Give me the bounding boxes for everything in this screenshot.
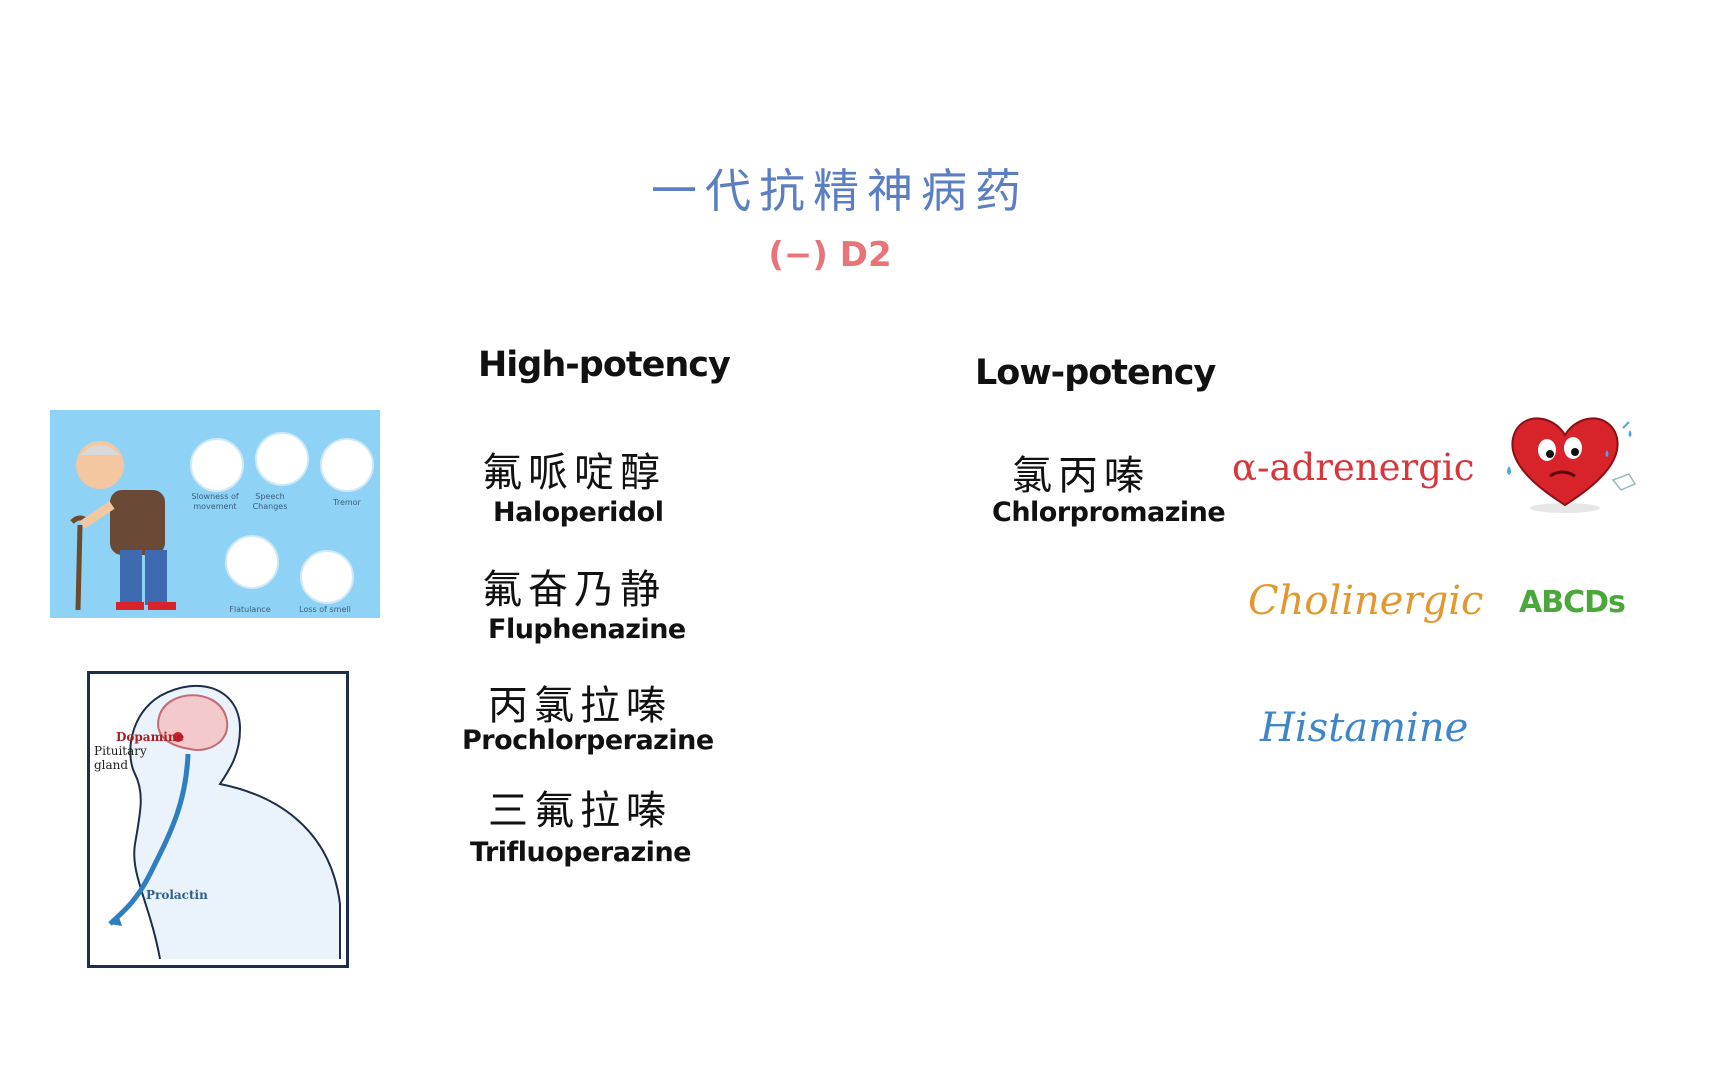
drug-en-fluphenazine: Fluphenazine [488, 614, 686, 645]
fainting-heart-icon [1507, 417, 1637, 513]
histamine-label: Histamine [1260, 705, 1469, 751]
drug-en-prochlorperazine: Prochlorperazine [462, 725, 714, 756]
speech-icon [255, 432, 309, 486]
drug-cn-chlorpromazine: 氯丙嗪 [1012, 453, 1150, 499]
page-title: 一代抗精神病药 [651, 164, 1029, 218]
high-potency-heading: High-potency [478, 345, 731, 385]
flatulance-icon [225, 535, 279, 589]
alpha-adrenergic-label: α-adrenergic [1232, 446, 1475, 489]
drug-cn-prochlorperazine: 丙氯拉嗪 [488, 683, 672, 729]
symptom-label: Loss of smell [299, 605, 351, 614]
brain-prolactin-diagram: Dopamine Pituitary gland Prolactin [87, 671, 349, 968]
abcds-label: ABCDs [1519, 585, 1626, 620]
prolactin-label: Prolactin [146, 888, 208, 902]
drug-cn-fluphenazine: 氟奋乃静 [482, 567, 666, 613]
drug-en-trifluoperazine: Trifluoperazine [470, 837, 691, 868]
low-potency-heading: Low-potency [975, 353, 1216, 393]
loss-of-smell-icon [300, 550, 354, 604]
drug-en-haloperidol: Haloperidol [493, 497, 664, 528]
elderly-man-icon [70, 441, 176, 611]
symptom-label: Tremor [333, 498, 361, 507]
symptom-label: Flatulance [229, 605, 271, 614]
drug-cn-haloperidol: 氟哌啶醇 [482, 450, 666, 496]
symptom-label: Speech Changes [252, 492, 288, 511]
drug-en-chlorpromazine: Chlorpromazine [992, 497, 1226, 528]
tremor-icon [320, 438, 374, 492]
slowness-icon [190, 438, 244, 492]
dopamine-label: Dopamine [116, 730, 185, 744]
drug-cn-trifluoperazine: 三氟拉嗪 [488, 788, 672, 834]
symptom-label: Slowness of movement [191, 492, 239, 511]
elderly-parkinson-illustration: Slowness of movement Speech Changes Trem… [50, 410, 380, 618]
pituitary-label: Pituitary gland [94, 744, 147, 772]
body-outline-icon [108, 684, 341, 960]
page-subtitle: (−) D2 [768, 235, 892, 275]
cholinergic-label: Cholinergic [1248, 578, 1484, 624]
